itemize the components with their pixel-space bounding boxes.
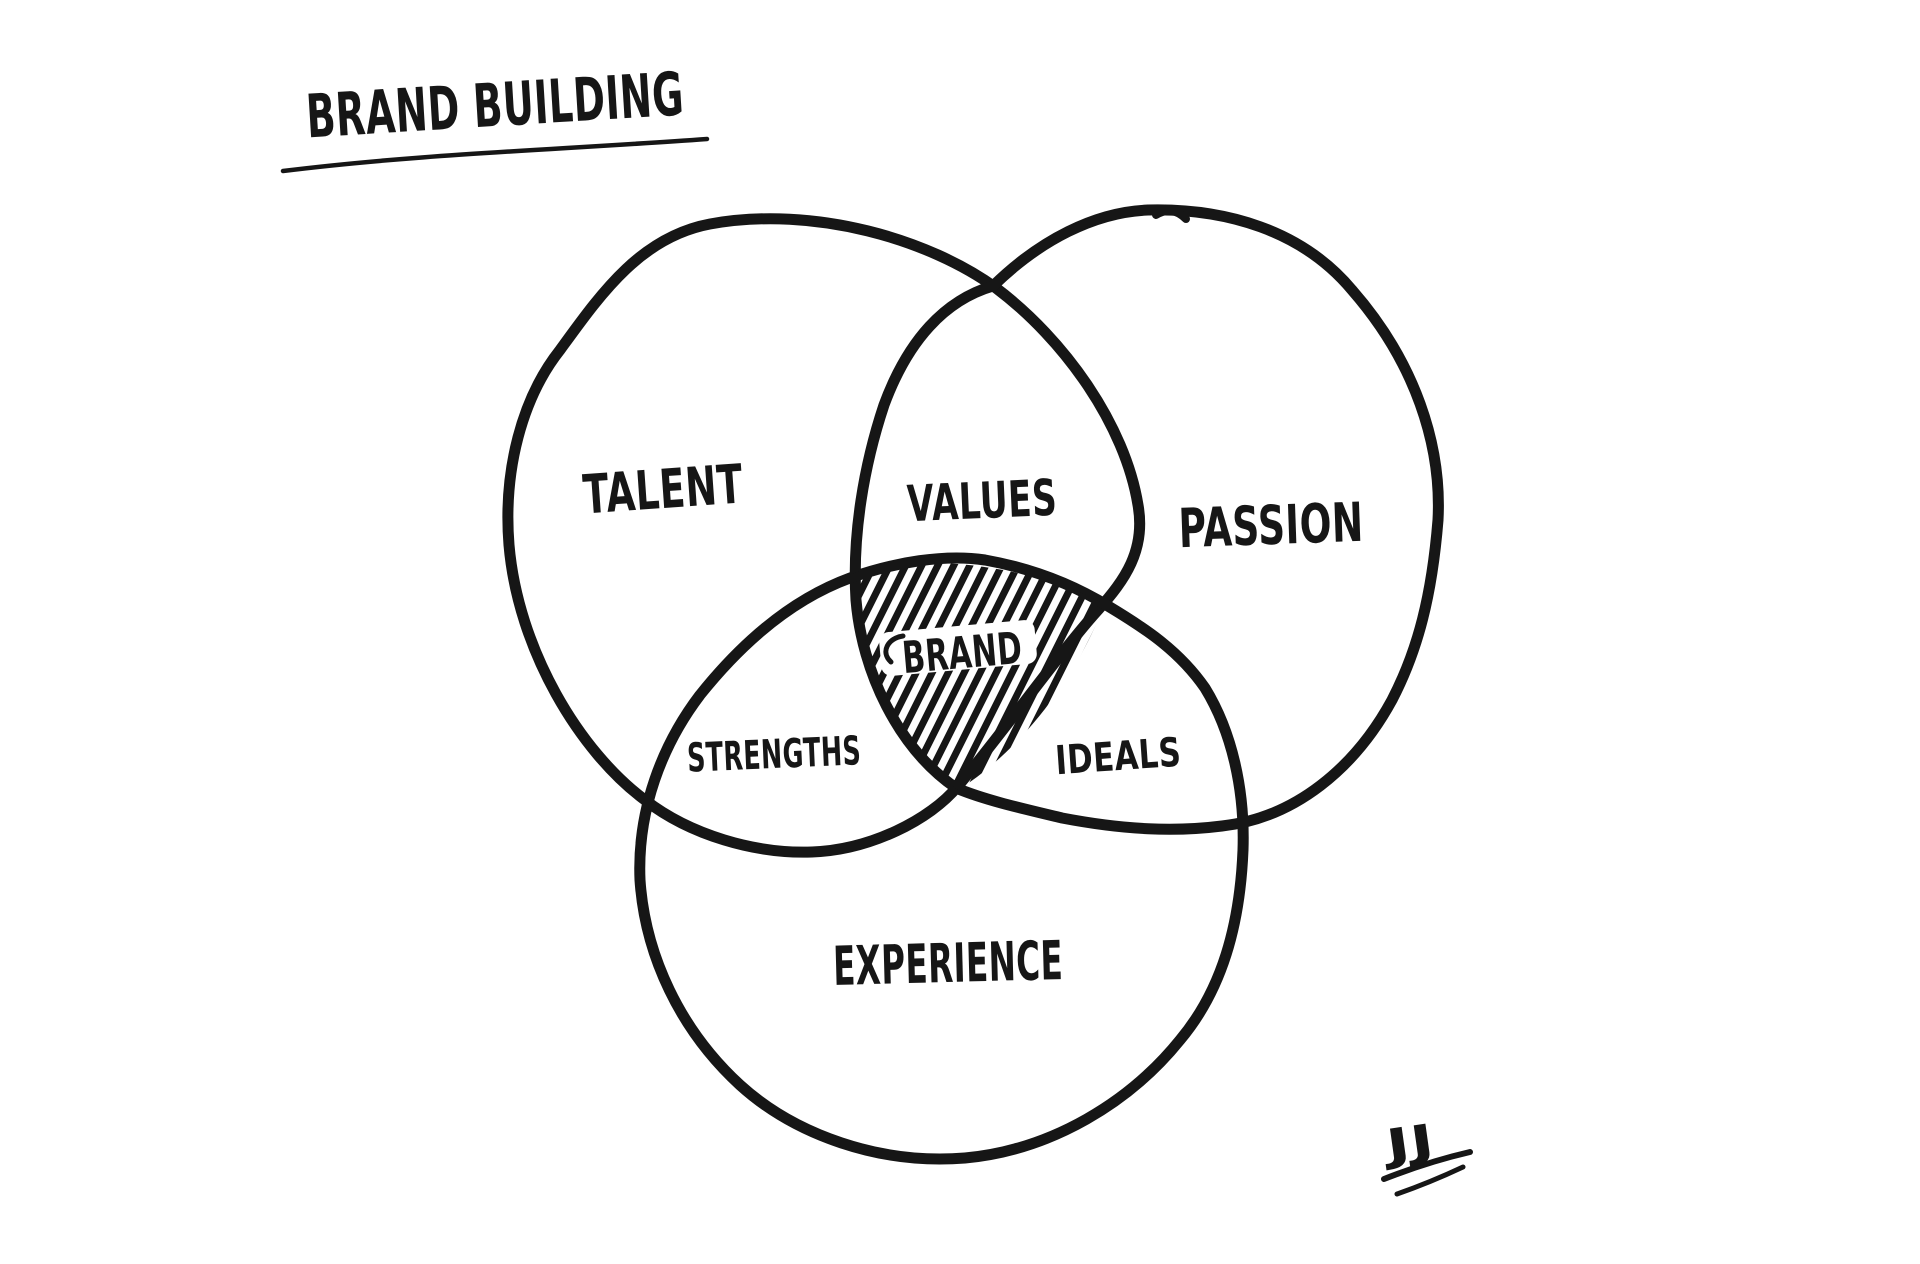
signature-underline: [1381, 1149, 1473, 1182]
pen-scribble: [883, 633, 906, 665]
set-label-passion: PASSION: [1177, 491, 1364, 560]
experience-circle: [634, 552, 1249, 1165]
region-label-values: VALUES: [906, 469, 1058, 533]
signature-underline-2: [1394, 1164, 1466, 1197]
set-label-talent: TALENT: [581, 452, 745, 526]
region-label-ideals: IDEALS: [1054, 730, 1183, 785]
title-underline: [280, 136, 710, 174]
page-title: BRAND BUILDING: [304, 60, 686, 153]
talent-circle: [502, 213, 1146, 858]
signature: JJ: [1379, 1115, 1438, 1173]
passion-circle-pen-hook: [1152, 206, 1190, 223]
region-label-strengths: STRENGTHS: [686, 728, 862, 782]
set-label-experience: EXPERIENCE: [832, 929, 1064, 998]
center-label-brand: BRAND: [900, 623, 1024, 684]
passion-circle: [849, 204, 1444, 835]
brand-label-backdrop: [879, 620, 1037, 676]
